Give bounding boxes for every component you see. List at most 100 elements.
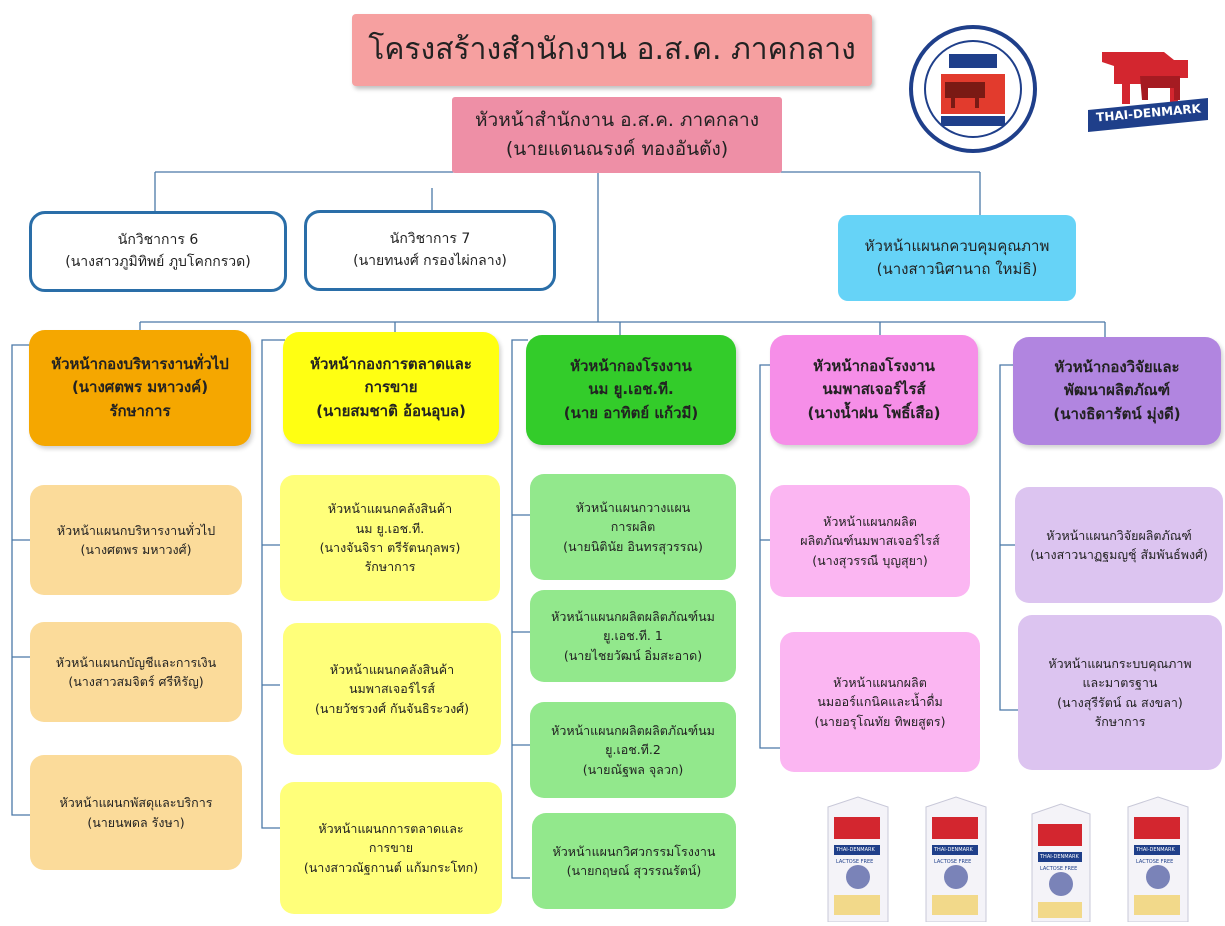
sub-general-admin: หัวหน้าแผนกบริหารงานทั่วไป (นางศตพร มหาว… — [30, 485, 242, 595]
sub-production-planning: หัวหน้าแผนกวางแผน การผลิต (นายนิตินัย อิ… — [530, 474, 736, 580]
sub-supplies-services: หัวหน้าแผนกพัสดุและบริการ (นายนพดล รังษา… — [30, 755, 242, 870]
sub-pasteurized-warehouse: หัวหน้าแผนกคลังสินค้า นมพาสเจอร์ไรส์ (นา… — [283, 623, 501, 755]
academic-7-role: นักวิชาการ 7 — [389, 230, 471, 247]
sub-line: หัวหน้าแผนกระบบคุณภาพ — [1048, 655, 1192, 671]
thai-denmark-logo: THAI-DENMARK — [1080, 42, 1216, 134]
dept-line: (นางน้ำฝน โพธิ์เสือ) — [807, 403, 941, 422]
dept-line: (นางธิดารัตน์ มุ่งดี) — [1053, 404, 1181, 423]
sub-line: (นายอรุโณทัย ทิพยสูตร) — [814, 713, 946, 729]
sub-line: (นายกฤษณ์ สุวรรณรัตน์) — [566, 863, 702, 878]
dpo-seal-logo — [905, 24, 1041, 154]
milk-carton-image: THAI-DENMARK LACTOSE FREE — [1124, 795, 1192, 923]
sub-line: หัวหน้าแผนกบริหารงานทั่วไป — [56, 522, 216, 538]
sub-line: (นางสุวรรณี บุญสุยา) — [812, 552, 928, 568]
milk-carton-image: THAI-DENMARK LACTOSE FREE — [922, 795, 990, 923]
sub-line: หัวหน้าแผนกผลิตผลิตภัณฑ์นม — [551, 722, 715, 738]
quality-control-role: หัวหน้าแผนกควบคุมคุณภาพ — [864, 236, 1050, 255]
carton-label-text: LACTOSE FREE — [934, 859, 972, 865]
sub-line: การขาย — [368, 840, 414, 856]
office-head-box: หัวหน้าสำนักงาน อ.ส.ค. ภาคกลาง (นายแดนณร… — [452, 97, 782, 173]
dept-line: (นายสมชาติ อ้อนอุบล) — [316, 401, 466, 420]
sub-line: การผลิต — [610, 519, 656, 535]
quality-control-head-box: หัวหน้าแผนกควบคุมคุณภาพ (นางสาวนิศานาถ ใ… — [838, 215, 1076, 301]
sub-line: ผลิตภัณฑ์นมพาสเจอร์ไรส์ — [800, 533, 940, 549]
sub-line: (นายนิตินัย อินทรสุวรรณ) — [563, 538, 703, 554]
sub-line: หัวหน้าแผนกผลิตผลิตภัณฑ์นม — [551, 608, 715, 624]
sub-uht-production-2: หัวหน้าแผนกผลิตผลิตภัณฑ์นม ยู.เอช.ที.2 (… — [530, 702, 736, 798]
chart-title: โครงสร้างสำนักงาน อ.ส.ค. ภาคกลาง — [352, 14, 872, 86]
sub-line: หัวหน้าแผนกวิจัยผลิตภัณฑ์ — [1046, 527, 1192, 543]
dept-line: การขาย — [364, 378, 418, 397]
sub-line: หัวหน้าแผนกคลังสินค้า — [329, 661, 455, 677]
sub-line: รักษาการ — [1094, 713, 1146, 729]
sub-uht-warehouse: หัวหน้าแผนกคลังสินค้า นม ยู.เอช.ที. (นาง… — [280, 475, 500, 601]
dept-uht-factory: หัวหน้ากองโรงงาน นม ยู.เอช.ที. (นาย อาทิ… — [526, 335, 736, 445]
sub-line: (นางสุรีรัตน์ ณ สงขลา) — [1057, 694, 1183, 710]
sub-line: หัวหน้าแผนกการตลาดและ — [318, 820, 464, 836]
carton-brand-text: THAI-DENMARK — [934, 847, 973, 853]
dept-line: หัวหน้ากองวิจัยและ — [1054, 358, 1180, 377]
dept-line: (นางศตพร มหาวงค์) — [71, 378, 209, 397]
quality-control-name: (นางสาวนิศานาถ ใหม่ธิ) — [876, 260, 1038, 278]
dept-line: นมพาสเจอร์ไรส์ — [822, 380, 926, 399]
sub-accounting-finance: หัวหน้าแผนกบัญชีและการเงิน (นางสาวสมจิตร… — [30, 622, 242, 722]
dept-general-admin: หัวหน้ากองบริหารงานทั่วไป (นางศตพร มหาวง… — [29, 330, 251, 446]
milk-carton-image: THAI-DENMARK LACTOSE FREE — [1028, 802, 1094, 923]
carton-brand-text: THAI-DENMARK — [1136, 847, 1175, 853]
sub-line: และมาตรฐาน — [1082, 675, 1158, 691]
milk-carton-image: THAI-DENMARK LACTOSE FREE — [824, 795, 892, 923]
carton-label-text: LACTOSE FREE — [1040, 866, 1078, 872]
carton-label-text: LACTOSE FREE — [1136, 859, 1174, 865]
sub-line: หัวหน้าแผนกพัสดุและบริการ — [59, 795, 213, 811]
sub-line: หัวหน้าแผนกวิศวกรรมโรงงาน — [552, 843, 716, 859]
academic-6-box: นักวิชาการ 6 (นางสาวภูมิทิพย์ ภูบโคกกรวด… — [29, 211, 287, 292]
dept-line: รักษาการ — [109, 401, 171, 420]
sub-line: (นางศตพร มหาวงศ์) — [80, 542, 192, 557]
sub-uht-production-1: หัวหน้าแผนกผลิตผลิตภัณฑ์นม ยู.เอช.ที. 1 … — [530, 590, 736, 682]
sub-line: (นายณัฐพล จุลวก) — [582, 761, 684, 777]
sub-line: (นางสาวสมจิตร์ ศรีหิรัญ) — [68, 674, 204, 689]
sub-line: (นายไชยวัฒน์ อิ่มสะอาด) — [563, 647, 703, 663]
sub-line: (นายนพดล รังษา) — [87, 814, 185, 830]
sub-line: หัวหน้าแผนกบัญชีและการเงิน — [55, 654, 217, 670]
carton-brand-text: THAI-DENMARK — [836, 847, 875, 853]
sub-pasteurized-production: หัวหน้าแผนกผลิต ผลิตภัณฑ์นมพาสเจอร์ไรส์ … — [770, 485, 970, 597]
sub-line: หัวหน้าแผนกคลังสินค้า — [327, 501, 453, 517]
dept-line: หัวหน้ากองโรงงาน — [570, 357, 692, 376]
sub-line: นม ยู.เอช.ที. — [355, 520, 425, 536]
sub-line: หัวหน้าแผนกวางแผน — [575, 499, 691, 515]
dept-line: หัวหน้ากองบริหารงานทั่วไป — [51, 355, 229, 374]
dept-marketing-sales: หัวหน้ากองการตลาดและ การขาย (นายสมชาติ อ… — [283, 332, 499, 444]
sub-product-research: หัวหน้าแผนกวิจัยผลิตภัณฑ์ (นางสาวนาฏฐมญช… — [1015, 487, 1223, 603]
academic-6-name: (นางสาวภูมิทิพย์ ภูบโคกกรวด) — [65, 253, 251, 270]
sub-marketing-sales: หัวหน้าแผนกการตลาดและ การขาย (นางสาวณัฐก… — [280, 782, 502, 914]
sub-line: นมออร์แกนิคและน้ำดื่ม — [817, 694, 943, 710]
carton-label-text: LACTOSE FREE — [836, 859, 874, 865]
sub-line: ยู.เอช.ที.2 — [605, 742, 661, 758]
dept-line: (นาย อาทิตย์ แก้วมี) — [563, 403, 699, 422]
office-head-name: (นายแดนณรงค์ ทองอันตัง) — [505, 138, 729, 160]
academic-7-box: นักวิชาการ 7 (นายทนงศ์ กรองไผ่กลาง) — [304, 210, 556, 291]
sub-line: หัวหน้าแผนกผลิต — [823, 513, 917, 529]
carton-brand-text: THAI-DENMARK — [1040, 854, 1079, 860]
sub-line: (นางสาวณัฐกานต์ แก้มกระโทก) — [303, 859, 479, 875]
dept-line: หัวหน้ากองโรงงาน — [813, 357, 935, 376]
sub-line: (นางจันจิรา ตรีรัตนกุลพร) — [319, 540, 461, 555]
sub-line: รักษาการ — [364, 559, 416, 575]
dept-line: พัฒนาผลิตภัณฑ์ — [1063, 381, 1171, 400]
dept-research-development: หัวหน้ากองวิจัยและ พัฒนาผลิตภัณฑ์ (นางธิ… — [1013, 337, 1221, 445]
sub-factory-engineering: หัวหน้าแผนกวิศวกรรมโรงงาน (นายกฤษณ์ สุวร… — [532, 813, 736, 909]
sub-line: ยู.เอช.ที. 1 — [603, 628, 663, 644]
sub-line: (นางสาวนาฏฐมญชุ์ สัมพันธ์พงศ์) — [1030, 547, 1208, 562]
dept-line: หัวหน้ากองการตลาดและ — [310, 355, 472, 374]
academic-6-role: นักวิชาการ 6 — [117, 231, 199, 248]
sub-line: (นายวัชรวงศ์ กันจันธิระวงศ์) — [315, 700, 469, 716]
sub-line: นมพาสเจอร์ไรส์ — [348, 681, 436, 697]
office-head-role: หัวหน้าสำนักงาน อ.ส.ค. ภาคกลาง — [475, 108, 759, 131]
dept-line: นม ยู.เอช.ที. — [588, 380, 674, 399]
academic-7-name: (นายทนงศ์ กรองไผ่กลาง) — [353, 252, 507, 269]
chart-title-text: โครงสร้างสำนักงาน อ.ส.ค. ภาคกลาง — [368, 31, 856, 67]
sub-line: หัวหน้าแผนกผลิต — [833, 674, 927, 690]
sub-quality-standards: หัวหน้าแผนกระบบคุณภาพ และมาตรฐาน (นางสุร… — [1018, 615, 1222, 770]
